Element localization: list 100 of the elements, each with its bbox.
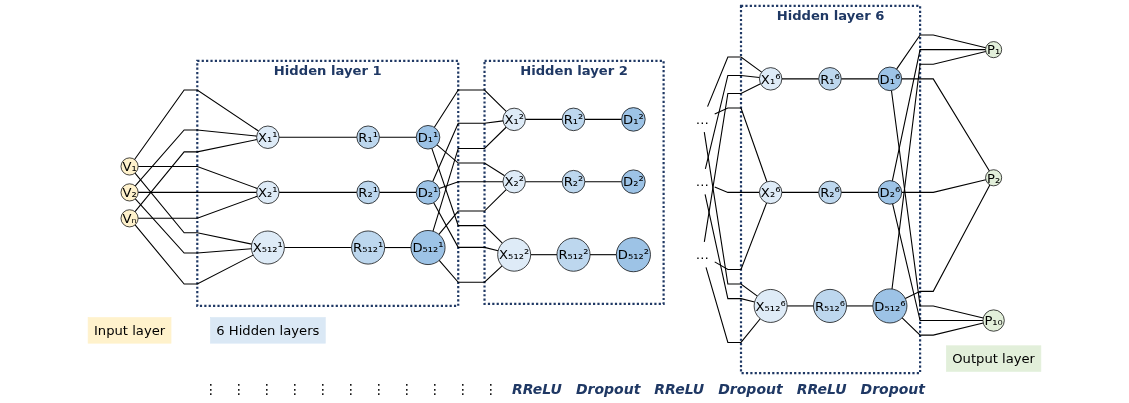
connector (134, 129, 258, 187)
node-circle: P₂ (985, 169, 1003, 187)
connector (137, 165, 258, 190)
connector (433, 202, 499, 252)
connector (134, 198, 252, 254)
connector (703, 83, 762, 243)
node-circle: D₁⁶ (877, 66, 903, 91)
node-text: … (695, 247, 709, 263)
connector (891, 51, 987, 290)
connector (432, 126, 507, 232)
connector (433, 89, 507, 128)
ellipsis-label: ⋮ (316, 381, 330, 397)
connector (896, 34, 987, 70)
connector (278, 136, 358, 138)
node-circle: D₂¹ (415, 180, 441, 205)
node-circle: X₁⁶ (759, 67, 783, 91)
node-circle: V₂ (120, 183, 139, 202)
layer-label: RReLU (512, 381, 562, 397)
node-circle: X₂² (502, 170, 526, 194)
node-text: … (695, 111, 709, 128)
connector (137, 191, 258, 193)
node-circle: D₂² (621, 169, 646, 194)
node-circle: R₂⁶ (818, 180, 842, 205)
connector (384, 247, 412, 249)
connector (431, 147, 503, 244)
node-box: Input layer (87, 317, 172, 344)
connector (589, 254, 617, 256)
connector (707, 56, 763, 108)
connector (714, 107, 768, 183)
connector (438, 181, 504, 190)
connector (840, 191, 879, 193)
connector (786, 305, 814, 307)
node-circle: D₅₁₂¹ (410, 230, 446, 265)
connector (283, 247, 353, 249)
connector (137, 195, 258, 219)
ellipsis-label: ⋮ (232, 381, 246, 397)
connector (890, 90, 984, 319)
connector (901, 78, 990, 172)
ellipsis-label: ⋮ (344, 381, 358, 397)
node-box: 6 Hidden layers (210, 317, 326, 344)
ellipsis-label: ⋮ (372, 381, 386, 397)
connector (704, 193, 756, 303)
node-circle: R₅₁₂⁶ (813, 289, 847, 323)
connector (436, 144, 506, 177)
connector (704, 74, 761, 170)
node-circle: D₂⁶ (877, 180, 903, 205)
connector (904, 184, 991, 300)
node-circle: R₁⁶ (818, 67, 842, 91)
ellipsis-label: ⋮ (204, 381, 218, 397)
layer-label: Dropout (718, 381, 783, 397)
node-circle: X₂⁶ (759, 180, 783, 204)
node-circle: R₅₁₂² (556, 237, 591, 272)
connector (438, 259, 503, 283)
connector (714, 186, 760, 193)
connector (703, 131, 758, 297)
connector (524, 181, 563, 183)
node-circle: R₁¹ (356, 125, 380, 149)
node-circle: X₂¹ (256, 180, 280, 204)
connector (705, 266, 761, 343)
connector (530, 254, 558, 256)
layer-label: RReLU (796, 381, 847, 397)
layer-label: Dropout (860, 381, 925, 397)
connector (781, 78, 820, 80)
ellipsis-label: ⋮ (260, 381, 274, 397)
node-circle: Vₙ (120, 209, 139, 228)
node-box: Output layer (946, 345, 1042, 372)
ellipsis-label: ⋮ (456, 381, 470, 397)
node-circle: D₁¹ (415, 125, 441, 150)
connector (901, 317, 984, 336)
connector (432, 120, 504, 183)
connector (378, 136, 417, 138)
connector (714, 202, 768, 270)
node-circle: D₅₁₂⁶ (872, 288, 908, 324)
node-circle: X₁² (502, 107, 526, 131)
ellipsis-label: ⋮ (428, 381, 442, 397)
node-circle: R₂² (561, 170, 586, 194)
ellipsis-label: ⋮ (400, 381, 414, 397)
node-circle: X₅₁₂¹ (251, 230, 285, 265)
connector (278, 191, 358, 193)
node-circle: D₅₁₂² (616, 237, 651, 273)
node-circle: V₁ (120, 157, 139, 176)
node-circle: X₅₁₂⁶ (753, 289, 788, 323)
connector (901, 179, 987, 193)
connector (378, 191, 417, 193)
connector (134, 139, 258, 213)
layer-label: Dropout (575, 381, 641, 397)
connector (134, 172, 253, 245)
node-circle: X₅₁₂² (497, 237, 532, 272)
connector (524, 118, 563, 120)
node-circle: R₅₁₂¹ (351, 230, 386, 265)
connector (892, 203, 984, 322)
connector (584, 118, 623, 120)
connector (781, 191, 820, 193)
node-circle: D₁² (621, 107, 646, 132)
node-circle: P₁ (985, 41, 1003, 59)
node-circle: X₁¹ (256, 125, 280, 149)
connector (584, 181, 623, 183)
connector (891, 49, 987, 182)
node-circle: P₁₀ (982, 309, 1005, 332)
connector (134, 224, 254, 285)
